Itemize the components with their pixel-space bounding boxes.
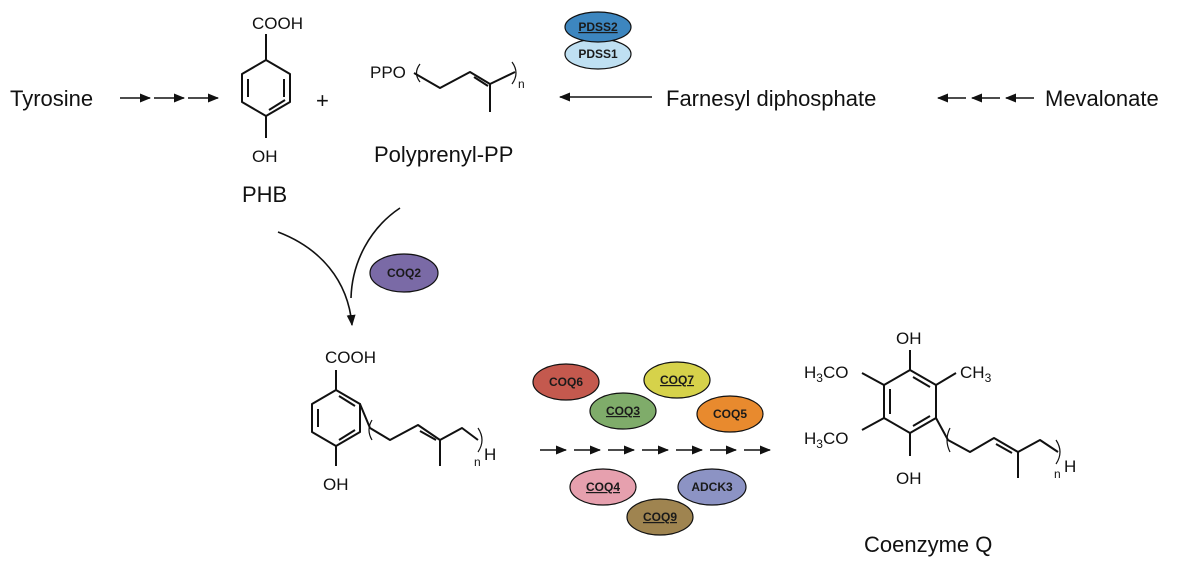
farnesyl-diphosphate-label: Farnesyl diphosphate [666, 86, 876, 111]
adck3-enzyme: ADCK3 [677, 468, 747, 506]
coq2-label: COQ2 [387, 266, 421, 280]
adck3-label: ADCK3 [691, 480, 733, 494]
phb-structure: COOH OH [241, 14, 303, 166]
mevalonate-label: Mevalonate [1045, 86, 1159, 111]
coenzyme-q-structure: OH OH H3CO H3CO CH3 n H [804, 329, 1076, 488]
coq3-label: COQ3 [606, 404, 640, 418]
intermediate-cooh: COOH [325, 348, 376, 367]
coq2-enzyme: COQ2 [369, 253, 439, 293]
coq-top-oh: OH [896, 329, 922, 348]
coq5-label: COQ5 [713, 407, 747, 421]
coq-upper-methoxy: H3CO [804, 363, 848, 385]
coq-h: H [1064, 457, 1076, 476]
polyprenyl-pp-structure: PPO n [370, 61, 525, 112]
pdss2-enzyme: PDSS2 [564, 11, 632, 43]
coq6-label: COQ6 [549, 375, 583, 389]
coq7-enzyme: COQ7 [643, 361, 711, 399]
polyprenyl-n: n [518, 77, 525, 91]
plus-sign: + [316, 88, 329, 113]
coq5-enzyme: COQ5 [696, 395, 764, 433]
tyrosine-label: Tyrosine [10, 86, 93, 111]
coq7-label: COQ7 [660, 373, 694, 387]
ppo-label: PPO [370, 63, 406, 82]
intermediate-h: H [484, 445, 496, 464]
phb-cooh: COOH [252, 14, 303, 33]
intermediate-structure: COOH OH n H [311, 348, 496, 494]
pdss1-enzyme: PDSS1 [564, 38, 632, 70]
coq4-label: COQ4 [586, 480, 620, 494]
polyprenyl-pp-label: Polyprenyl-PP [374, 142, 513, 167]
coq-bottom-oh: OH [896, 469, 922, 488]
coq-methyl: CH3 [960, 363, 992, 385]
coq-lower-methoxy: H3CO [804, 429, 848, 451]
phb-label: PHB [242, 182, 287, 207]
coq4-enzyme: COQ4 [569, 468, 637, 506]
phb-oh: OH [252, 147, 278, 166]
coq-n: n [1054, 467, 1061, 481]
intermediate-n: n [474, 455, 481, 469]
coq9-enzyme: COQ9 [626, 498, 694, 536]
intermediate-oh: OH [323, 475, 349, 494]
coenzyme-q-label: Coenzyme Q [864, 532, 992, 557]
coq9-label: COQ9 [643, 510, 677, 524]
pdss1-label: PDSS1 [578, 47, 618, 61]
coq3-enzyme: COQ3 [589, 392, 657, 430]
coq6-enzyme: COQ6 [532, 363, 600, 401]
pdss2-label: PDSS2 [578, 20, 618, 34]
condensation-arrows [277, 207, 401, 327]
